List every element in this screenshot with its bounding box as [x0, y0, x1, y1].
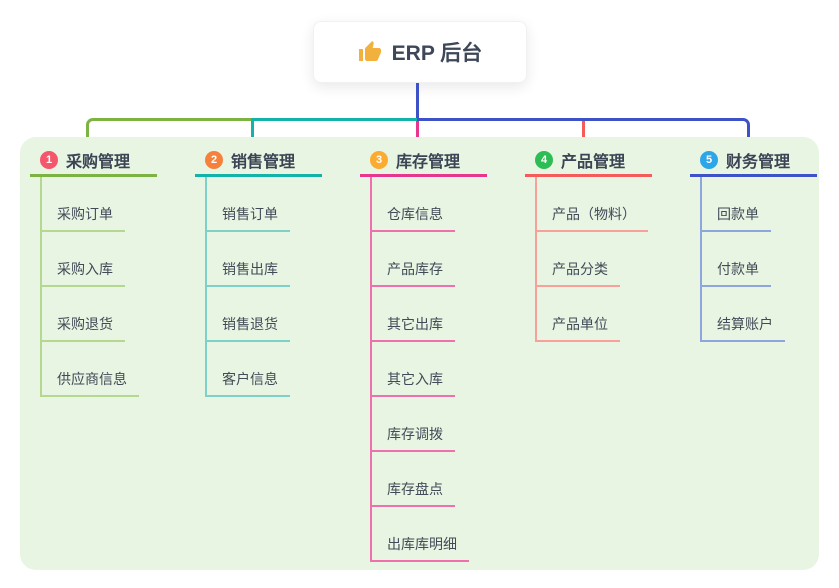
child-label: 库存盘点: [372, 479, 455, 507]
branch4-connector-drop: [582, 121, 585, 140]
child-label: 付款单: [702, 259, 771, 287]
branch-children: 仓库信息产品库存其它出库其它入库库存调拨库存盘点出库库明细: [370, 177, 515, 562]
branch5-connector-line: [417, 118, 729, 121]
child-node[interactable]: 产品库存: [372, 232, 515, 287]
branch-column: 2 销售管理 销售订单销售出库销售退货客户信息: [195, 145, 350, 397]
child-label: 采购订单: [42, 204, 125, 232]
branch-children: 回款单付款单结算账户: [700, 177, 839, 342]
branch-title: 采购管理: [66, 153, 131, 171]
child-node[interactable]: 其它出库: [372, 287, 515, 342]
branches-panel: 1 采购管理 采购订单采购入库采购退货供应商信息 2 销售管理 销售订单销售出库…: [20, 137, 819, 570]
child-node[interactable]: 销售出库: [207, 232, 350, 287]
child-label: 销售订单: [207, 204, 290, 232]
branch-header[interactable]: 5 财务管理: [690, 145, 817, 177]
branch-column: 3 库存管理 仓库信息产品库存其它出库其它入库库存调拨库存盘点出库库明细: [360, 145, 515, 562]
branch2-connector-drop: [251, 118, 254, 146]
branch2-connector-line: [251, 118, 417, 121]
child-node[interactable]: 库存盘点: [372, 452, 515, 507]
child-node[interactable]: 客户信息: [207, 342, 350, 397]
child-label: 销售退货: [207, 314, 290, 342]
branch-header[interactable]: 2 销售管理: [195, 145, 322, 177]
child-label: 产品（物料）: [537, 204, 648, 232]
child-label: 采购入库: [42, 259, 125, 287]
child-label: 结算账户: [702, 314, 785, 342]
branch-number-badge: 5: [700, 150, 718, 169]
child-node[interactable]: 出库库明细: [372, 507, 515, 562]
child-label: 客户信息: [207, 369, 290, 397]
child-label: 回款单: [702, 204, 771, 232]
root-connector-line: [416, 83, 419, 118]
child-node[interactable]: 仓库信息: [372, 177, 515, 232]
branch-title: 销售管理: [231, 153, 296, 171]
branch-title: 产品管理: [561, 153, 626, 171]
child-node[interactable]: 产品单位: [537, 287, 680, 342]
child-node[interactable]: 产品（物料）: [537, 177, 680, 232]
child-label: 供应商信息: [42, 369, 139, 397]
branch-header[interactable]: 1 采购管理: [30, 145, 157, 177]
branch-children: 产品（物料） 产品分类产品单位: [535, 177, 680, 342]
child-node[interactable]: 其它入库: [372, 342, 515, 397]
child-label: 仓库信息: [372, 204, 455, 232]
branch-header[interactable]: 3 库存管理: [360, 145, 487, 177]
child-label: 产品分类: [537, 259, 620, 287]
branch5-connector-elbow: [726, 118, 750, 146]
root-title: ERP 后台: [391, 42, 483, 65]
child-node[interactable]: 付款单: [702, 232, 839, 287]
child-label: 其它入库: [372, 369, 455, 397]
child-label: 出库库明细: [372, 534, 469, 562]
thumbs-up-icon: [358, 40, 382, 64]
child-node[interactable]: 采购退货: [42, 287, 185, 342]
branch-title: 库存管理: [396, 153, 461, 171]
child-label: 产品库存: [372, 259, 455, 287]
branch-children: 采购订单采购入库采购退货供应商信息: [40, 177, 185, 397]
branch1-connector-elbow: [86, 118, 110, 146]
child-label: 产品单位: [537, 314, 620, 342]
branch-number-badge: 3: [370, 150, 388, 169]
root-node[interactable]: ERP 后台: [313, 21, 527, 83]
child-node[interactable]: 结算账户: [702, 287, 839, 342]
branch-column: 4 产品管理 产品（物料） 产品分类产品单位: [525, 145, 680, 342]
child-node[interactable]: 库存调拨: [372, 397, 515, 452]
branch-column: 1 采购管理 采购订单采购入库采购退货供应商信息: [30, 145, 185, 397]
child-node[interactable]: 回款单: [702, 177, 839, 232]
branch-title: 财务管理: [726, 153, 791, 171]
child-node[interactable]: 采购订单: [42, 177, 185, 232]
child-node[interactable]: 采购入库: [42, 232, 185, 287]
child-label: 其它出库: [372, 314, 455, 342]
branch-header[interactable]: 4 产品管理: [525, 145, 652, 177]
branch1-connector-line: [108, 118, 251, 121]
child-node[interactable]: 销售订单: [207, 177, 350, 232]
child-label: 采购退货: [42, 314, 125, 342]
child-node[interactable]: 销售退货: [207, 287, 350, 342]
branch-number-badge: 1: [40, 150, 58, 169]
child-label: 销售出库: [207, 259, 290, 287]
branch-children: 销售订单销售出库销售退货客户信息: [205, 177, 350, 397]
branch3-connector-drop: [416, 121, 419, 144]
child-node[interactable]: 产品分类: [537, 232, 680, 287]
branch-column: 5 财务管理 回款单付款单结算账户: [690, 145, 839, 342]
branch-number-badge: 4: [535, 150, 553, 169]
branch-number-badge: 2: [205, 150, 223, 169]
child-label: 库存调拨: [372, 424, 455, 452]
child-node[interactable]: 供应商信息: [42, 342, 185, 397]
